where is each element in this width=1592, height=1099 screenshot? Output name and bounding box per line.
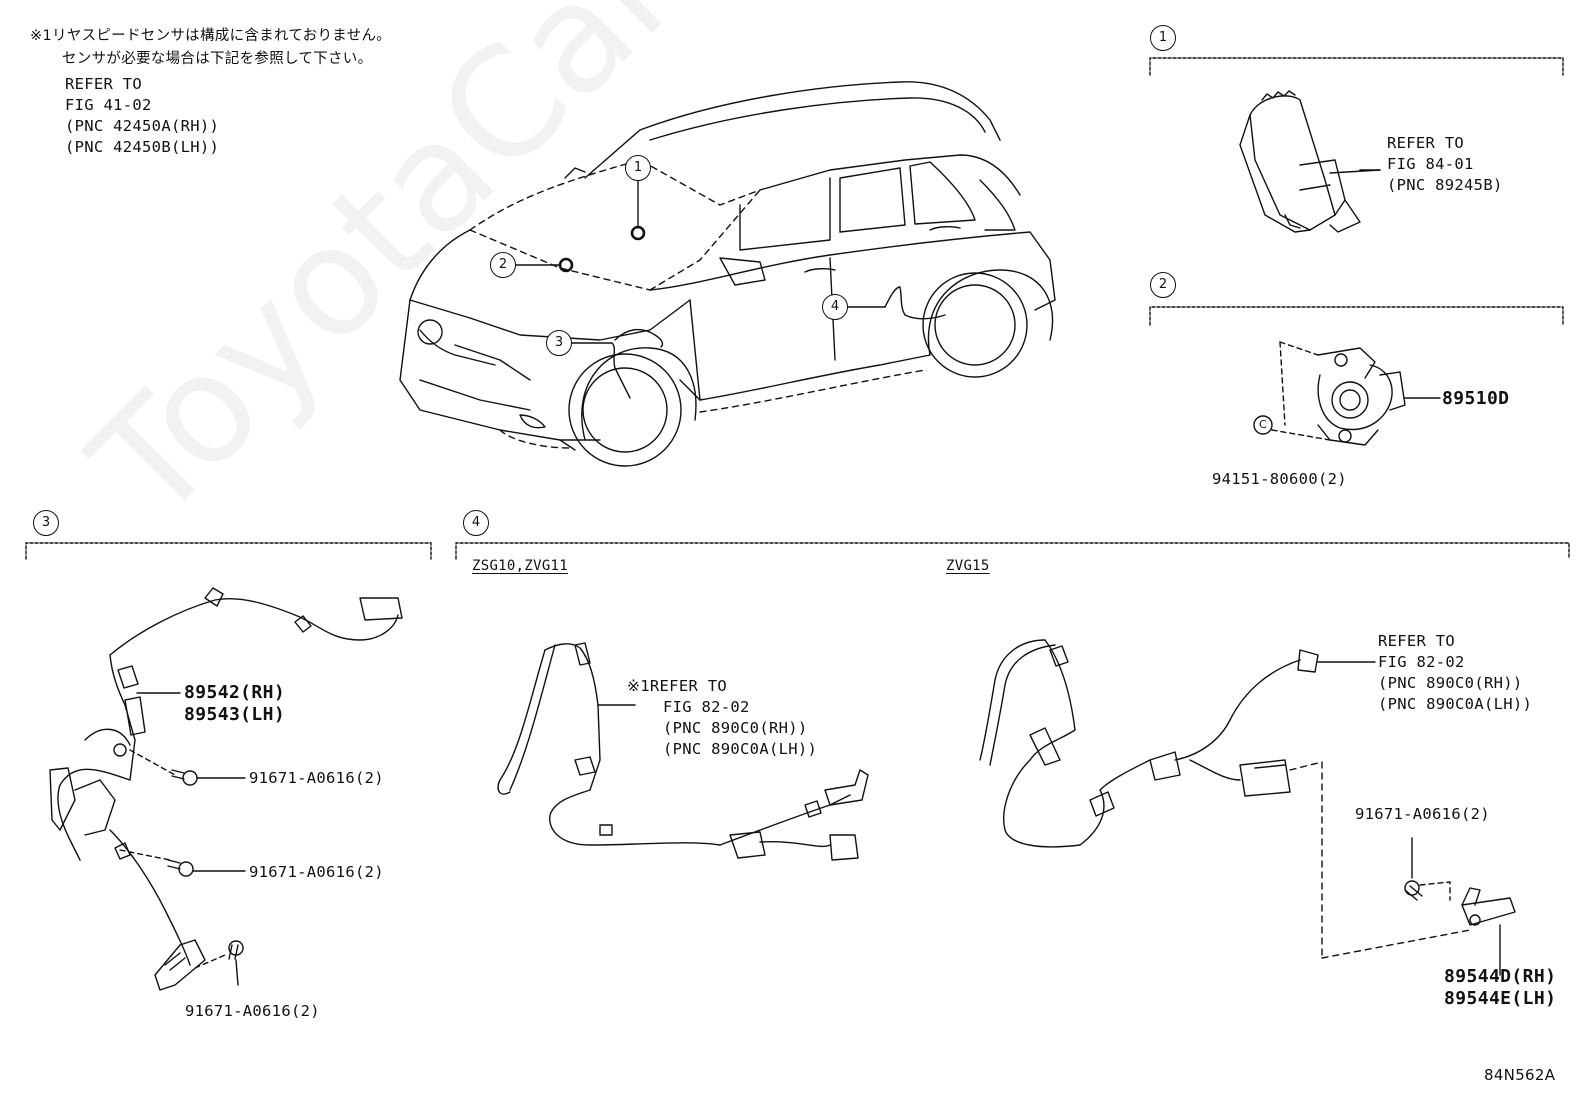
car-callout-3: 3 [546,330,572,356]
section-1-number: 1 [1150,25,1176,51]
section-4-right-ref-3: (PNC 890C0(RH)) [1378,674,1523,692]
section-3-bolt-a: 91671-A0616(2) [249,769,384,787]
section-4-number: 4 [463,510,489,536]
section-4-right-ref-1: REFER TO [1378,632,1456,650]
section-3-part-rh: 89542(RH) [184,682,286,703]
section-2-number: 2 [1150,272,1176,298]
car-callout-4: 4 [822,294,848,320]
section-4-model-b: ZVG15 [946,558,990,574]
note-line-4: FIG 41-02 [65,96,152,114]
note-line-5: (PNC 42450A(RH)) [65,117,220,135]
section-1-part-drawing [1239,90,1381,233]
section-4-model-a: ZSG10,ZVG11 [472,558,569,574]
note-line-3: REFER TO [65,75,143,93]
section-3-bolt-c: 91671-A0616(2) [185,1002,320,1020]
section-4-right-ref-4: (PNC 890C0A(LH)) [1378,695,1533,713]
section-4-part-lh: 89544E(LH) [1444,988,1557,1009]
section-2-part-number: 89510D [1442,388,1510,409]
note-line-1: ※1リヤスピードセンサは構成に含まれておりません。 [30,28,392,44]
section-4-part-rh: 89544D(RH) [1444,966,1557,987]
section-4-bolt: 91671-A0616(2) [1355,805,1490,823]
section-2-screw-mark: C [1259,418,1267,431]
section-2-part-drawing [1253,341,1441,446]
section-1-ref-line-3: (PNC 89245B) [1387,176,1503,194]
vehicle-illustration [399,81,1056,467]
section-4-right-ref-2: FIG 82-02 [1378,653,1465,671]
section-4-left-ref-3: (PNC 890C0(RH)) [663,719,808,737]
section-4-left-ref-2: FIG 82-02 [663,698,750,716]
section-3-part-lh: 89543(LH) [184,704,286,725]
car-callout-1: 1 [625,155,651,181]
section-3-part-drawing [49,587,403,991]
section-2-bracket [1149,306,1564,326]
figure-code: 84N562A [1484,1066,1556,1084]
section-1-ref-line-2: FIG 84-01 [1387,155,1474,173]
section-3-bolt-b: 91671-A0616(2) [249,863,384,881]
section-3-bracket [25,542,432,560]
note-line-2: センサが必要な場合は下記を参照して下さい。 [62,51,373,67]
section-4-left-ref-4: (PNC 890C0A(LH)) [663,740,818,758]
section-4-right-harness-drawing [979,639,1516,976]
section-2-screw-number: 94151-80600(2) [1212,470,1347,488]
section-3-number: 3 [33,510,59,536]
section-4-left-harness-drawing [497,642,869,861]
car-callout-2: 2 [490,252,516,278]
section-4-bracket [455,542,1570,560]
note-line-6: (PNC 42450B(LH)) [65,138,220,156]
car-callout-leaders [514,177,946,399]
section-4-left-ref-1: ※1REFER TO [627,677,727,695]
section-1-ref-line-1: REFER TO [1387,134,1465,152]
section-1-bracket [1149,57,1564,76]
